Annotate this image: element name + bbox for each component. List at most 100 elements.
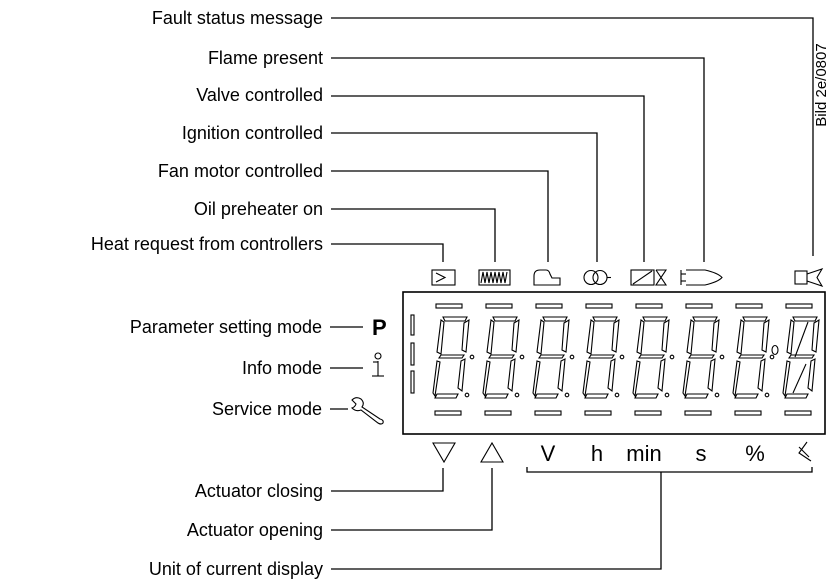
ignition-icon <box>583 269 611 286</box>
segment-c <box>757 358 766 393</box>
segment-a <box>542 316 568 322</box>
unit-symbol-3: min <box>626 441 661 466</box>
segment-c <box>807 358 816 393</box>
segment-g <box>787 354 816 359</box>
digit-1 <box>432 303 475 416</box>
segment-f <box>686 319 695 355</box>
actuator-opening-icon <box>480 441 504 463</box>
segment-g <box>637 354 666 359</box>
digit-top-bar <box>585 303 613 309</box>
oil-preheater-icon <box>478 269 511 286</box>
segment-c <box>457 358 466 393</box>
digit-top-bar <box>435 303 463 309</box>
segment-f <box>636 319 645 355</box>
segment-f <box>436 319 445 355</box>
info-icon <box>372 352 384 377</box>
figure-reference: Bild 2e/0807 <box>813 43 830 126</box>
mode-indicator-bars <box>410 314 415 394</box>
unit-symbol-2: h <box>591 441 603 466</box>
digit-top-bar <box>785 303 813 309</box>
digit-bottom-bar <box>534 410 562 416</box>
segment-c <box>707 358 716 393</box>
segment-g <box>537 354 566 359</box>
segment-a <box>442 316 468 322</box>
segment-b <box>561 318 570 353</box>
parameter-icon: P <box>372 315 387 340</box>
label-unit-of-display: Unit of current display <box>149 559 323 579</box>
units-bracket <box>526 467 813 473</box>
lcd-panel <box>402 291 826 435</box>
digit-8 <box>782 303 820 416</box>
segment-b <box>761 318 770 353</box>
decimal-point-low <box>564 392 570 398</box>
segment-e <box>482 360 491 398</box>
digit-top-bar <box>735 303 763 309</box>
fault-icon <box>794 268 824 287</box>
segment-b <box>461 318 470 353</box>
status-icon-row <box>431 268 824 287</box>
digit-2 <box>482 303 525 416</box>
left-labels: Parameter setting mode Info mode Service… <box>130 317 363 419</box>
digit-4 <box>582 303 625 416</box>
segment-d <box>784 393 809 399</box>
segment-a <box>642 316 668 322</box>
decimal-point-mid <box>619 354 625 360</box>
decimal-point-low <box>464 392 470 398</box>
last-digit-slashes <box>771 321 809 394</box>
label-oil-preheater-on: Oil preheater on <box>194 199 323 219</box>
label-valve-controlled: Valve controlled <box>196 85 323 105</box>
top-labels: Fault status message Flame present Valve… <box>91 8 323 254</box>
decimal-point-low <box>664 392 670 398</box>
segment-b <box>661 318 670 353</box>
seven-segment-digits <box>432 303 820 416</box>
segment-a <box>692 316 718 322</box>
bottom-leader-lines <box>331 468 662 570</box>
segment-e <box>632 360 641 398</box>
digit-top-bar <box>635 303 663 309</box>
digit-top-bar <box>485 303 513 309</box>
segment-a <box>592 316 618 322</box>
label-ignition-controlled: Ignition controlled <box>182 123 323 143</box>
digit-bottom-bar <box>484 410 512 416</box>
segment-c <box>507 358 516 393</box>
decimal-point-low <box>714 392 720 398</box>
decimal-point-low <box>514 392 520 398</box>
unit-symbol-4: s <box>696 441 707 466</box>
segment-e <box>432 360 441 398</box>
segment-c <box>557 358 566 393</box>
segment-d <box>534 393 559 399</box>
flame-icon <box>680 269 723 286</box>
segment-d <box>734 393 759 399</box>
segment-e <box>732 360 741 398</box>
fan-motor-icon <box>533 269 561 286</box>
decimal-point-mid <box>469 354 475 360</box>
segment-d <box>634 393 659 399</box>
phase-icon <box>798 441 812 462</box>
segment-b <box>511 318 520 353</box>
segment-g <box>587 354 616 359</box>
service-wrench-icon <box>350 397 384 425</box>
label-flame-present: Flame present <box>208 48 323 68</box>
segment-a <box>742 316 768 322</box>
segment-e <box>532 360 541 398</box>
segment-c <box>607 358 616 393</box>
segment-f <box>486 319 495 355</box>
digit-bottom-bar <box>734 410 762 416</box>
label-fault-status: Fault status message <box>152 8 323 28</box>
segment-a <box>492 316 518 322</box>
digit-bottom-bar <box>684 410 712 416</box>
segment-f <box>586 319 595 355</box>
segment-e <box>682 360 691 398</box>
segment-d <box>684 393 709 399</box>
segment-b <box>711 318 720 353</box>
segment-b <box>611 318 620 353</box>
segment-f <box>536 319 545 355</box>
valve-icon <box>630 269 668 286</box>
decimal-point-mid <box>669 354 675 360</box>
segment-g <box>437 354 466 359</box>
label-service-mode: Service mode <box>212 399 322 419</box>
segment-g <box>687 354 716 359</box>
digit-bottom-bar <box>634 410 662 416</box>
